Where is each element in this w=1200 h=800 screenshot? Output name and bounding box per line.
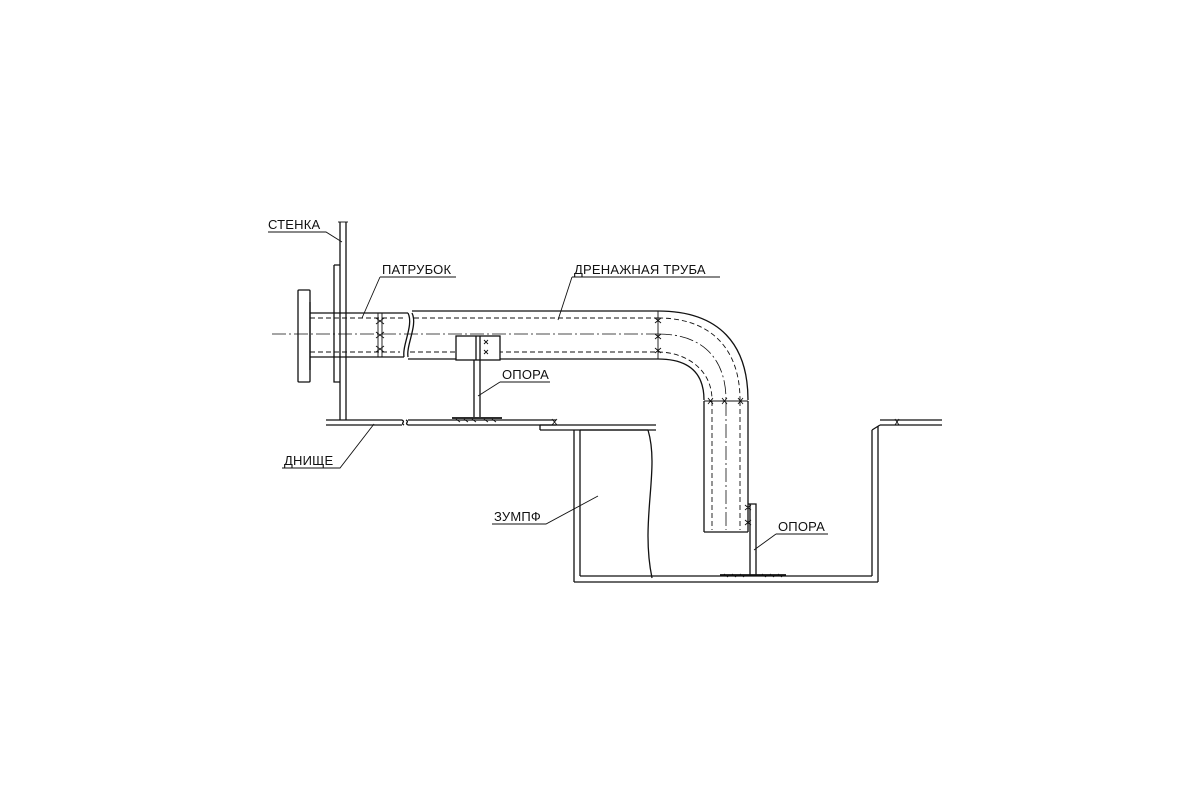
tank-wall xyxy=(333,221,348,420)
label-upper-support: ОПОРА xyxy=(502,367,549,382)
label-nozzle: ПАТРУБОК xyxy=(382,262,451,277)
leaders xyxy=(268,231,828,551)
label-wall: СТЕНКА xyxy=(268,217,321,232)
label-sump: ЗУМПФ xyxy=(494,509,541,524)
label-drain-pipe: ДРЕНАЖНАЯ ТРУБА xyxy=(574,262,706,277)
pipe-axis xyxy=(272,333,727,530)
drain-pipe xyxy=(408,310,749,533)
flange xyxy=(297,289,311,383)
tank-bottom xyxy=(326,418,942,431)
sump xyxy=(573,424,881,583)
upper-support xyxy=(452,335,502,423)
label-bottom: ДНИЩЕ xyxy=(284,453,334,468)
label-lower-support: ОПОРА xyxy=(778,519,825,534)
lower-support xyxy=(720,503,786,578)
nozzle xyxy=(310,312,415,358)
